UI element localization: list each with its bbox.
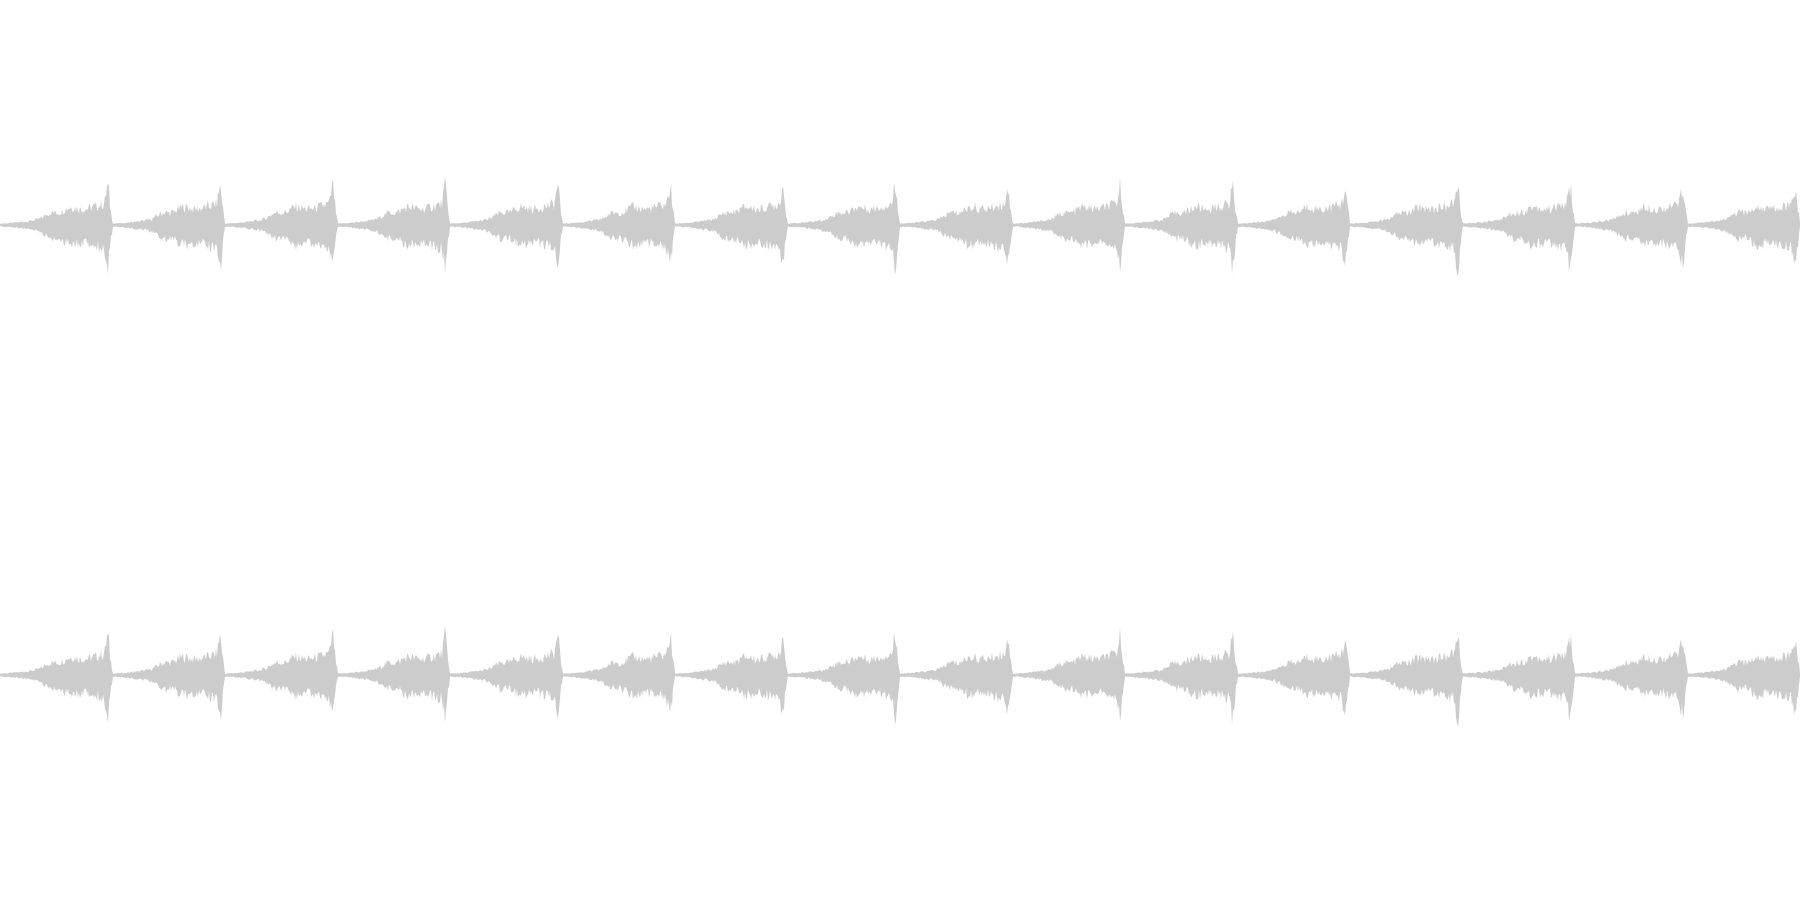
waveform-channel-right — [0, 626, 1800, 727]
waveform-fill — [0, 626, 1800, 727]
waveform-fill — [0, 176, 1800, 277]
waveform-channel-left — [0, 176, 1800, 277]
